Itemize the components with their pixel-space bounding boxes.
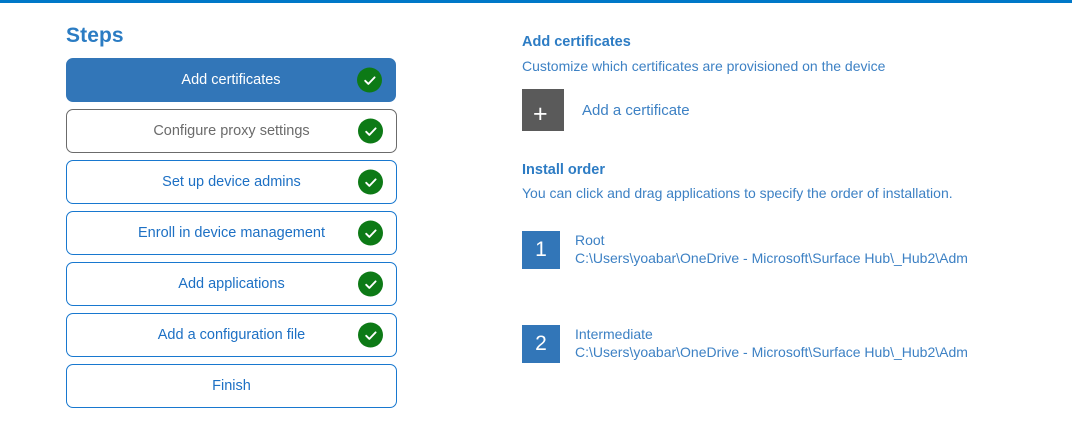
check-circle-icon [357,67,382,93]
check-circle-icon [358,169,383,195]
step-button[interactable]: Add a configuration file [66,313,397,357]
step-button[interactable]: Finish [66,364,397,408]
step-button[interactable]: Add applications [66,262,397,306]
steps-panel-title: Steps [66,24,124,47]
step-button-label: Set up device admins [162,173,301,190]
step-button[interactable]: Enroll in device management [66,211,397,255]
step-button-label: Finish [212,377,251,394]
check-circle-icon [358,118,383,144]
install-order-item-name: Root [575,232,605,248]
plus-icon-tile[interactable]: + [522,89,564,131]
top-accent-bar [0,0,1072,3]
step-button-label: Add a configuration file [157,326,306,343]
step-button-label: Configure proxy settings [153,122,310,139]
step-button-label: Add applications [178,275,285,292]
check-circle-icon [358,220,383,246]
install-order-heading: Install order [522,162,605,178]
install-order-item-name: Intermediate [575,326,653,342]
install-order-index-tile: 2 [522,325,560,363]
step-button-label: Enroll in device management [138,224,325,241]
step-button[interactable]: Set up device admins [66,160,397,204]
add-certificate-label: Add a certificate [582,101,690,119]
check-circle-icon [358,322,383,348]
add-certificate-button[interactable]: + Add a certificate [522,89,690,131]
step-button[interactable]: Add certificates [66,58,396,102]
install-order-item-path: C:\Users\yoabar\OneDrive - Microsoft\Sur… [575,344,968,360]
add-certificates-subtitle: Customize which certificates are provisi… [522,58,886,74]
step-button[interactable]: Configure proxy settings [66,109,397,153]
step-button-label: Add certificates [181,71,281,88]
detail-panel: Add certificates Customize which certifi… [470,3,1072,443]
add-certificates-heading: Add certificates [522,34,631,50]
install-order-index-tile: 1 [522,231,560,269]
plus-icon: + [533,100,548,128]
install-order-subtitle: You can click and drag applications to s… [522,185,953,201]
check-circle-icon [358,271,383,297]
install-order-item-path: C:\Users\yoabar\OneDrive - Microsoft\Sur… [575,250,968,266]
